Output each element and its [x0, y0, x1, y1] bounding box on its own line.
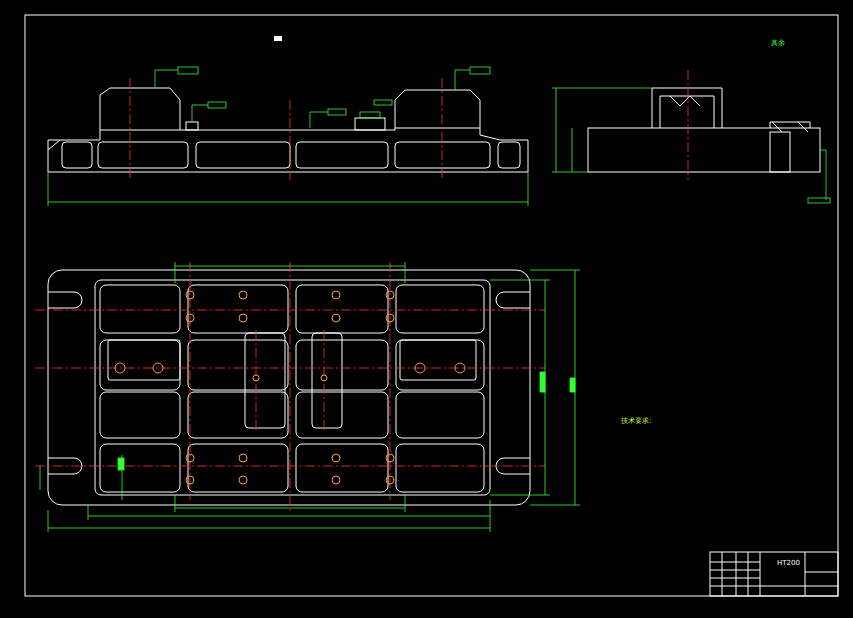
drawing-label: HT200	[776, 560, 801, 568]
drawing-label: 技术要求:	[620, 418, 652, 426]
drawing-label: 其余	[770, 40, 786, 48]
